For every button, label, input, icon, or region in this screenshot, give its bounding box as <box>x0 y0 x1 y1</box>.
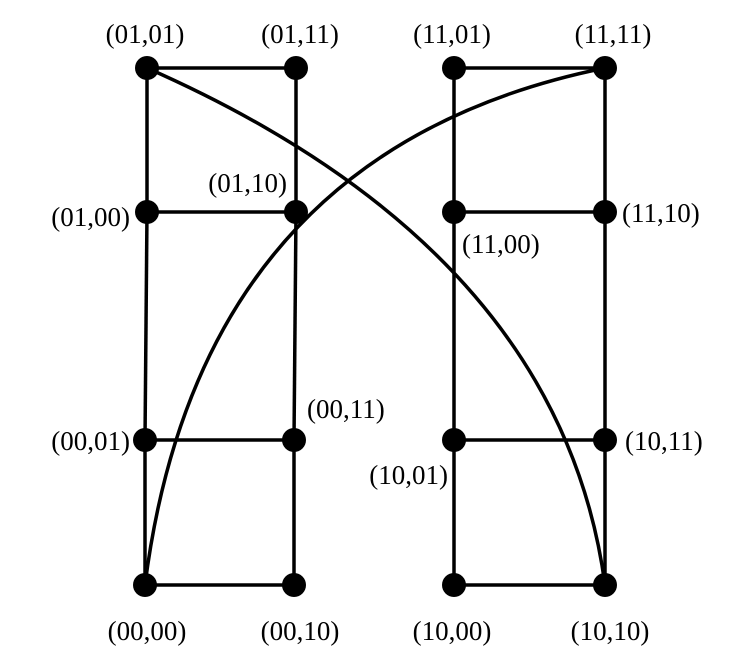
node-1000 <box>442 573 466 597</box>
node-label-1111: (11,11) <box>575 19 652 49</box>
node-label-0100: (01,00) <box>51 202 130 232</box>
node-0101 <box>135 56 159 80</box>
node-1101 <box>442 56 466 80</box>
node-label-1100: (11,00) <box>462 229 540 259</box>
node-1011 <box>593 428 617 452</box>
edge-0101-1010 <box>145 66 607 587</box>
node-0111 <box>284 56 308 80</box>
edge-0100-0001 <box>143 210 149 442</box>
edge-0110-0011 <box>292 210 298 442</box>
nodes-layer <box>133 56 617 597</box>
node-label-0010: (00,10) <box>261 616 340 646</box>
node-label-0000: (00,00) <box>108 616 187 646</box>
node-label-1010: (10,10) <box>571 616 650 646</box>
node-label-1110: (11,10) <box>622 198 700 228</box>
node-0010 <box>282 573 306 597</box>
node-label-0110: (01,10) <box>208 168 287 198</box>
node-label-1000: (10,00) <box>413 616 492 646</box>
node-1001 <box>442 428 466 452</box>
node-label-1101: (11,01) <box>413 19 491 49</box>
edges-layer <box>143 66 607 587</box>
node-0001 <box>133 428 157 452</box>
edge-0000-1111 <box>143 66 607 587</box>
node-1110 <box>593 200 617 224</box>
node-label-0001: (00,01) <box>51 426 130 456</box>
node-1111 <box>593 56 617 80</box>
node-1100 <box>442 200 466 224</box>
node-0100 <box>135 200 159 224</box>
node-label-0101: (01,01) <box>106 19 185 49</box>
node-label-0111: (01,11) <box>261 19 339 49</box>
node-0000 <box>133 573 157 597</box>
node-1010 <box>593 573 617 597</box>
node-0110 <box>284 200 308 224</box>
node-label-1001: (10,01) <box>369 460 448 490</box>
labels-layer: (01,01) (01,11) (11,01) (11,11) (01,00) (01,1… <box>51 19 702 646</box>
node-label-0011: (00,11) <box>307 394 385 424</box>
node-label-1011: (10,11) <box>625 426 703 456</box>
node-0011 <box>282 428 306 452</box>
